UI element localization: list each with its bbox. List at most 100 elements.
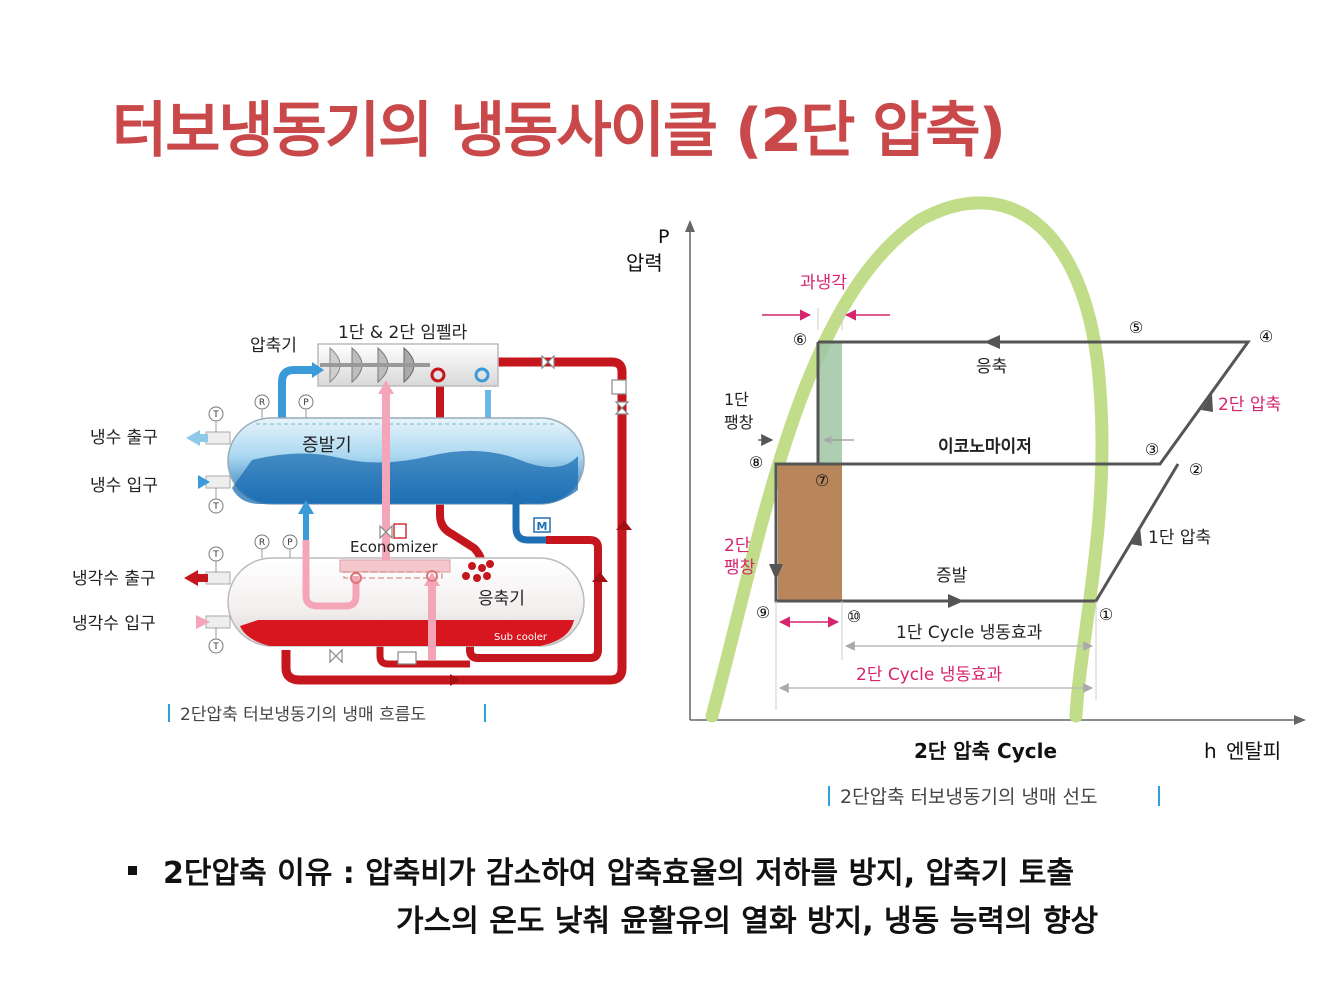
evaporation-label: 증발	[936, 566, 968, 586]
flow-arrow-icon	[378, 380, 394, 394]
x-axis-symbol: h	[1204, 739, 1217, 763]
caption-bar	[168, 704, 170, 722]
stage2-compression-label: 2단 압축	[1218, 395, 1281, 415]
r-gauge-icon: R	[254, 534, 270, 558]
pipe-joint-icon	[426, 570, 438, 582]
point-2: ②	[1189, 460, 1203, 479]
flow-arrow-icon	[984, 335, 1000, 349]
temperature-gauge-icon: T	[208, 628, 224, 654]
refrigerant-flow-diagram: M T T T T R P R P	[72, 323, 632, 725]
stage2-expansion-label-b: 팽창	[724, 558, 756, 578]
svg-text:T: T	[212, 410, 219, 420]
caption-bar	[1158, 786, 1160, 806]
liquid-feed-pipe	[512, 500, 546, 544]
chilled-in-label: 냉수 입구	[90, 476, 158, 496]
flow-arrow-icon	[592, 572, 608, 582]
ph-diagram: P 압력 h 엔탈피	[626, 196, 1306, 808]
chilled-in-arrow-icon	[198, 475, 210, 489]
subcooling-label: 과냉각	[800, 273, 847, 293]
page-title: 터보냉동기의 냉동사이클 (2단 압축)	[112, 96, 1006, 166]
svg-text:T: T	[212, 502, 219, 512]
bullet-line-2: 가스의 온도 낮춰 윤활유의 열화 방지, 냉동 능력의 향상	[396, 904, 1099, 939]
svg-text:T: T	[212, 550, 219, 560]
cooling-water-nozzles	[184, 570, 231, 629]
impeller-label: 1단 & 2단 임펠라	[338, 323, 468, 343]
point-10: ⑩	[847, 607, 861, 626]
gauges: T T T T R P R P	[208, 394, 314, 654]
condenser-return-pipe	[281, 357, 627, 685]
caption-bar	[828, 786, 830, 806]
y-axis-arrow-icon	[685, 220, 695, 232]
flow-diagram-caption: 2단압축 터보냉동기의 냉매 흐름도	[180, 705, 426, 725]
temperature-gauge-icon: T	[208, 406, 224, 432]
p-gauge-icon: P	[282, 534, 298, 558]
droplets-icon	[462, 560, 494, 582]
saturation-dome	[705, 196, 1109, 723]
flow-arrow-icon	[424, 572, 440, 586]
bullet-square-icon	[128, 866, 137, 875]
ph-diagram-caption: 2단압축 터보냉동기의 냉매 선도	[840, 786, 1097, 808]
svg-text:T: T	[212, 642, 219, 652]
bullet-line-1: 2단압축 이유 : 압축비가 감소하여 압축효율의 저하를 방지, 압축기 토출	[128, 850, 1098, 898]
stage1-expansion-label-a: 1단	[724, 390, 749, 409]
stage2-expansion-area	[778, 464, 842, 601]
evaporator-shell	[227, 417, 585, 505]
cycle-title: 2단 압축 Cycle	[914, 739, 1057, 763]
chilled-out-label: 냉수 출구	[90, 428, 158, 448]
stage1-expansion-label-b: 팽창	[724, 413, 754, 432]
flow-arrow-icon	[1201, 394, 1213, 412]
valve-icon	[329, 354, 630, 665]
x-axis-arrow-icon	[1294, 715, 1306, 725]
flow-arrow-icon	[948, 594, 964, 608]
pipe-joint-icon	[430, 367, 446, 383]
cooling-in-label: 냉각수 입구	[72, 614, 156, 634]
x-axis-label: 엔탈피	[1226, 739, 1281, 763]
m-motor-valve-icon: M	[533, 517, 551, 533]
point-7: ⑦	[815, 471, 829, 490]
point-6: ⑥	[793, 330, 807, 349]
caption-bar	[484, 704, 486, 722]
flow-arrow-icon	[616, 520, 632, 530]
point-5: ⑤	[1129, 318, 1143, 337]
cycle-lines	[774, 340, 1251, 603]
flow-arrow-icon	[1130, 527, 1142, 546]
temperature-gauge-icon: T	[208, 488, 224, 514]
condensation-label: 응축	[976, 357, 1007, 377]
flow-arrow-icon	[450, 674, 460, 686]
evaporator-label: 증발기	[302, 435, 352, 456]
economizer-valve-icon	[393, 523, 407, 539]
svg-text:P: P	[287, 538, 293, 548]
stage1-compression-label: 1단 압축	[1148, 528, 1211, 548]
svg-text:R: R	[259, 538, 265, 548]
point-1: ①	[1099, 605, 1113, 624]
subcooler-pipe	[376, 640, 470, 668]
temperature-gauge-icon: T	[208, 546, 224, 572]
compressor-label: 압축기	[250, 336, 297, 356]
p-gauge-icon: P	[298, 394, 314, 418]
flow-arrow-icon	[312, 362, 324, 378]
cooling-out-label: 냉각수 출구	[72, 569, 156, 589]
bullet-text-1: 2단압축 이유 : 압축비가 감소하여 압축효율의 저하를 방지, 압축기 토출	[163, 856, 1075, 891]
condenser-to-evap-pipe	[466, 536, 602, 662]
subcooler-label: Sub cooler	[494, 632, 548, 643]
svg-text:R: R	[259, 398, 265, 408]
flow-arrow-icon	[769, 564, 783, 580]
flow-arrow-icon	[507, 490, 525, 504]
svg-text:P: P	[303, 398, 309, 408]
pipe-joint-icon	[350, 572, 362, 584]
economizer-pipe	[302, 540, 360, 610]
r-gauge-icon: R	[254, 394, 270, 418]
m-label: M	[537, 520, 548, 533]
y-axis-label: 압력	[626, 251, 663, 275]
state-points: ① ② ③ ④ ⑤ ⑥ ⑦ ⑧ ⑨ ⑩	[749, 318, 1273, 626]
cooling-out-arrow-icon	[184, 570, 198, 586]
point-9: ⑨	[756, 603, 770, 622]
pipe-joint-icon	[474, 367, 490, 383]
cooling-in-arrow-icon	[196, 615, 210, 629]
chilled-water-nozzles	[186, 430, 231, 489]
impeller-icon	[320, 346, 430, 384]
flow-arrow-icon	[298, 500, 314, 514]
stage2-effect-label: 2단 Cycle 냉동효과	[856, 665, 1003, 685]
y-axis-symbol: P	[658, 226, 669, 248]
